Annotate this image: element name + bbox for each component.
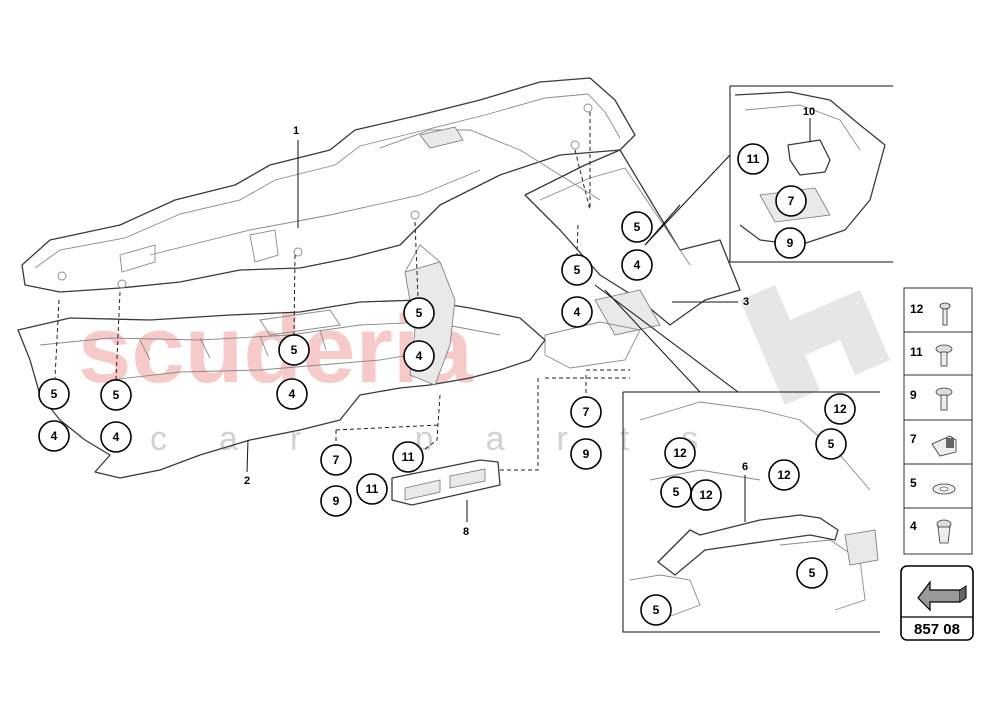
svg-text:9: 9: [333, 494, 340, 508]
legend-item-11: 11: [910, 345, 923, 359]
washer-icon: [932, 483, 956, 495]
callout-5[interactable]: 5: [403, 297, 435, 329]
svg-text:11: 11: [747, 152, 760, 166]
callout-12[interactable]: 12: [690, 479, 722, 511]
fastener-screw-icon: [936, 519, 952, 544]
attachment-lines: [54, 112, 630, 471]
callout-5[interactable]: 5: [796, 557, 828, 589]
svg-text:5: 5: [809, 566, 816, 580]
svg-text:7: 7: [333, 453, 340, 467]
fastener-legend: 12 11 9 7 5 4: [903, 287, 973, 555]
bracket-part-8: [391, 459, 501, 506]
svg-text:5: 5: [113, 388, 120, 402]
svg-text:4: 4: [574, 305, 581, 319]
legend-item-5: 5: [910, 476, 917, 490]
callout-11[interactable]: 11: [737, 143, 769, 175]
diagram-code-box: 857 08: [900, 565, 974, 641]
legend-item-7: 7: [910, 432, 917, 446]
legend-item-9: 9: [910, 388, 917, 402]
svg-text:4: 4: [113, 430, 120, 444]
callout-11[interactable]: 11: [392, 441, 424, 473]
label-8: 8: [463, 526, 469, 538]
callout-11[interactable]: 11: [356, 473, 388, 505]
upper-dashboard-cover: [21, 77, 636, 293]
svg-text:9: 9: [787, 236, 794, 250]
label-3: 3: [743, 296, 749, 308]
leader-labels: 1 2 3 6 8 10: [244, 106, 815, 538]
inset-top-right: [644, 85, 893, 263]
svg-text:5: 5: [653, 603, 660, 617]
svg-text:5: 5: [51, 387, 58, 401]
callouts: 5 4 5 4 5 4 5 4 7 9 11 11 5 4 5 4 7 9 11…: [38, 143, 856, 626]
svg-text:12: 12: [777, 468, 791, 482]
label-10: 10: [803, 106, 815, 118]
svg-text:11: 11: [366, 482, 379, 496]
callout-9[interactable]: 9: [570, 438, 602, 470]
callout-5[interactable]: 5: [815, 428, 847, 460]
diagram-code: 857 08: [914, 621, 960, 638]
right-side-panel: [524, 149, 741, 369]
inset-bottom-right: [594, 284, 880, 633]
callout-9[interactable]: 9: [320, 485, 352, 517]
callout-4[interactable]: 4: [403, 340, 435, 372]
fastener-bolt-icon: [935, 387, 953, 411]
label-2: 2: [244, 475, 250, 487]
callout-5[interactable]: 5: [100, 379, 132, 411]
callout-5[interactable]: 5: [561, 254, 593, 286]
callout-4[interactable]: 4: [621, 249, 653, 281]
callout-9[interactable]: 9: [774, 227, 806, 259]
svg-text:4: 4: [51, 429, 58, 443]
label-6: 6: [742, 461, 748, 473]
callout-5[interactable]: 5: [660, 476, 692, 508]
callout-12[interactable]: 12: [824, 393, 856, 425]
callout-12[interactable]: 12: [664, 437, 696, 469]
svg-text:4: 4: [289, 387, 296, 401]
svg-text:5: 5: [673, 485, 680, 499]
watermark-sub: car parts: [150, 420, 750, 458]
callout-4[interactable]: 4: [276, 378, 308, 410]
callout-5[interactable]: 5: [38, 378, 70, 410]
callout-4[interactable]: 4: [100, 421, 132, 453]
svg-text:7: 7: [583, 405, 590, 419]
svg-text:12: 12: [699, 488, 713, 502]
callout-12[interactable]: 12: [768, 459, 800, 491]
svg-text:11: 11: [402, 450, 415, 464]
label-1: 1: [293, 125, 299, 137]
watermark-checker: [740, 285, 890, 405]
fastener-screw-icon: [939, 302, 951, 326]
callout-7[interactable]: 7: [775, 185, 807, 217]
svg-text:4: 4: [634, 258, 641, 272]
legend-item-4: 4: [910, 519, 917, 533]
svg-text:12: 12: [833, 402, 847, 416]
svg-text:9: 9: [583, 447, 590, 461]
svg-text:5: 5: [828, 437, 835, 451]
callout-7[interactable]: 7: [570, 396, 602, 428]
legend-item-12: 12: [910, 302, 924, 316]
callout-5[interactable]: 5: [278, 334, 310, 366]
callout-4[interactable]: 4: [38, 420, 70, 452]
svg-text:5: 5: [634, 220, 641, 234]
fastener-bolt-icon: [935, 344, 953, 367]
direction-arrow-icon: [917, 580, 967, 612]
callout-5[interactable]: 5: [640, 594, 672, 626]
clip-icon: [931, 435, 957, 457]
svg-text:7: 7: [788, 194, 795, 208]
callout-7[interactable]: 7: [320, 444, 352, 476]
svg-text:5: 5: [416, 306, 423, 320]
svg-text:12: 12: [673, 446, 687, 460]
svg-text:5: 5: [574, 263, 581, 277]
callout-5[interactable]: 5: [621, 211, 653, 243]
svg-text:4: 4: [416, 349, 423, 363]
svg-text:5: 5: [291, 343, 298, 357]
callout-4[interactable]: 4: [561, 296, 593, 328]
